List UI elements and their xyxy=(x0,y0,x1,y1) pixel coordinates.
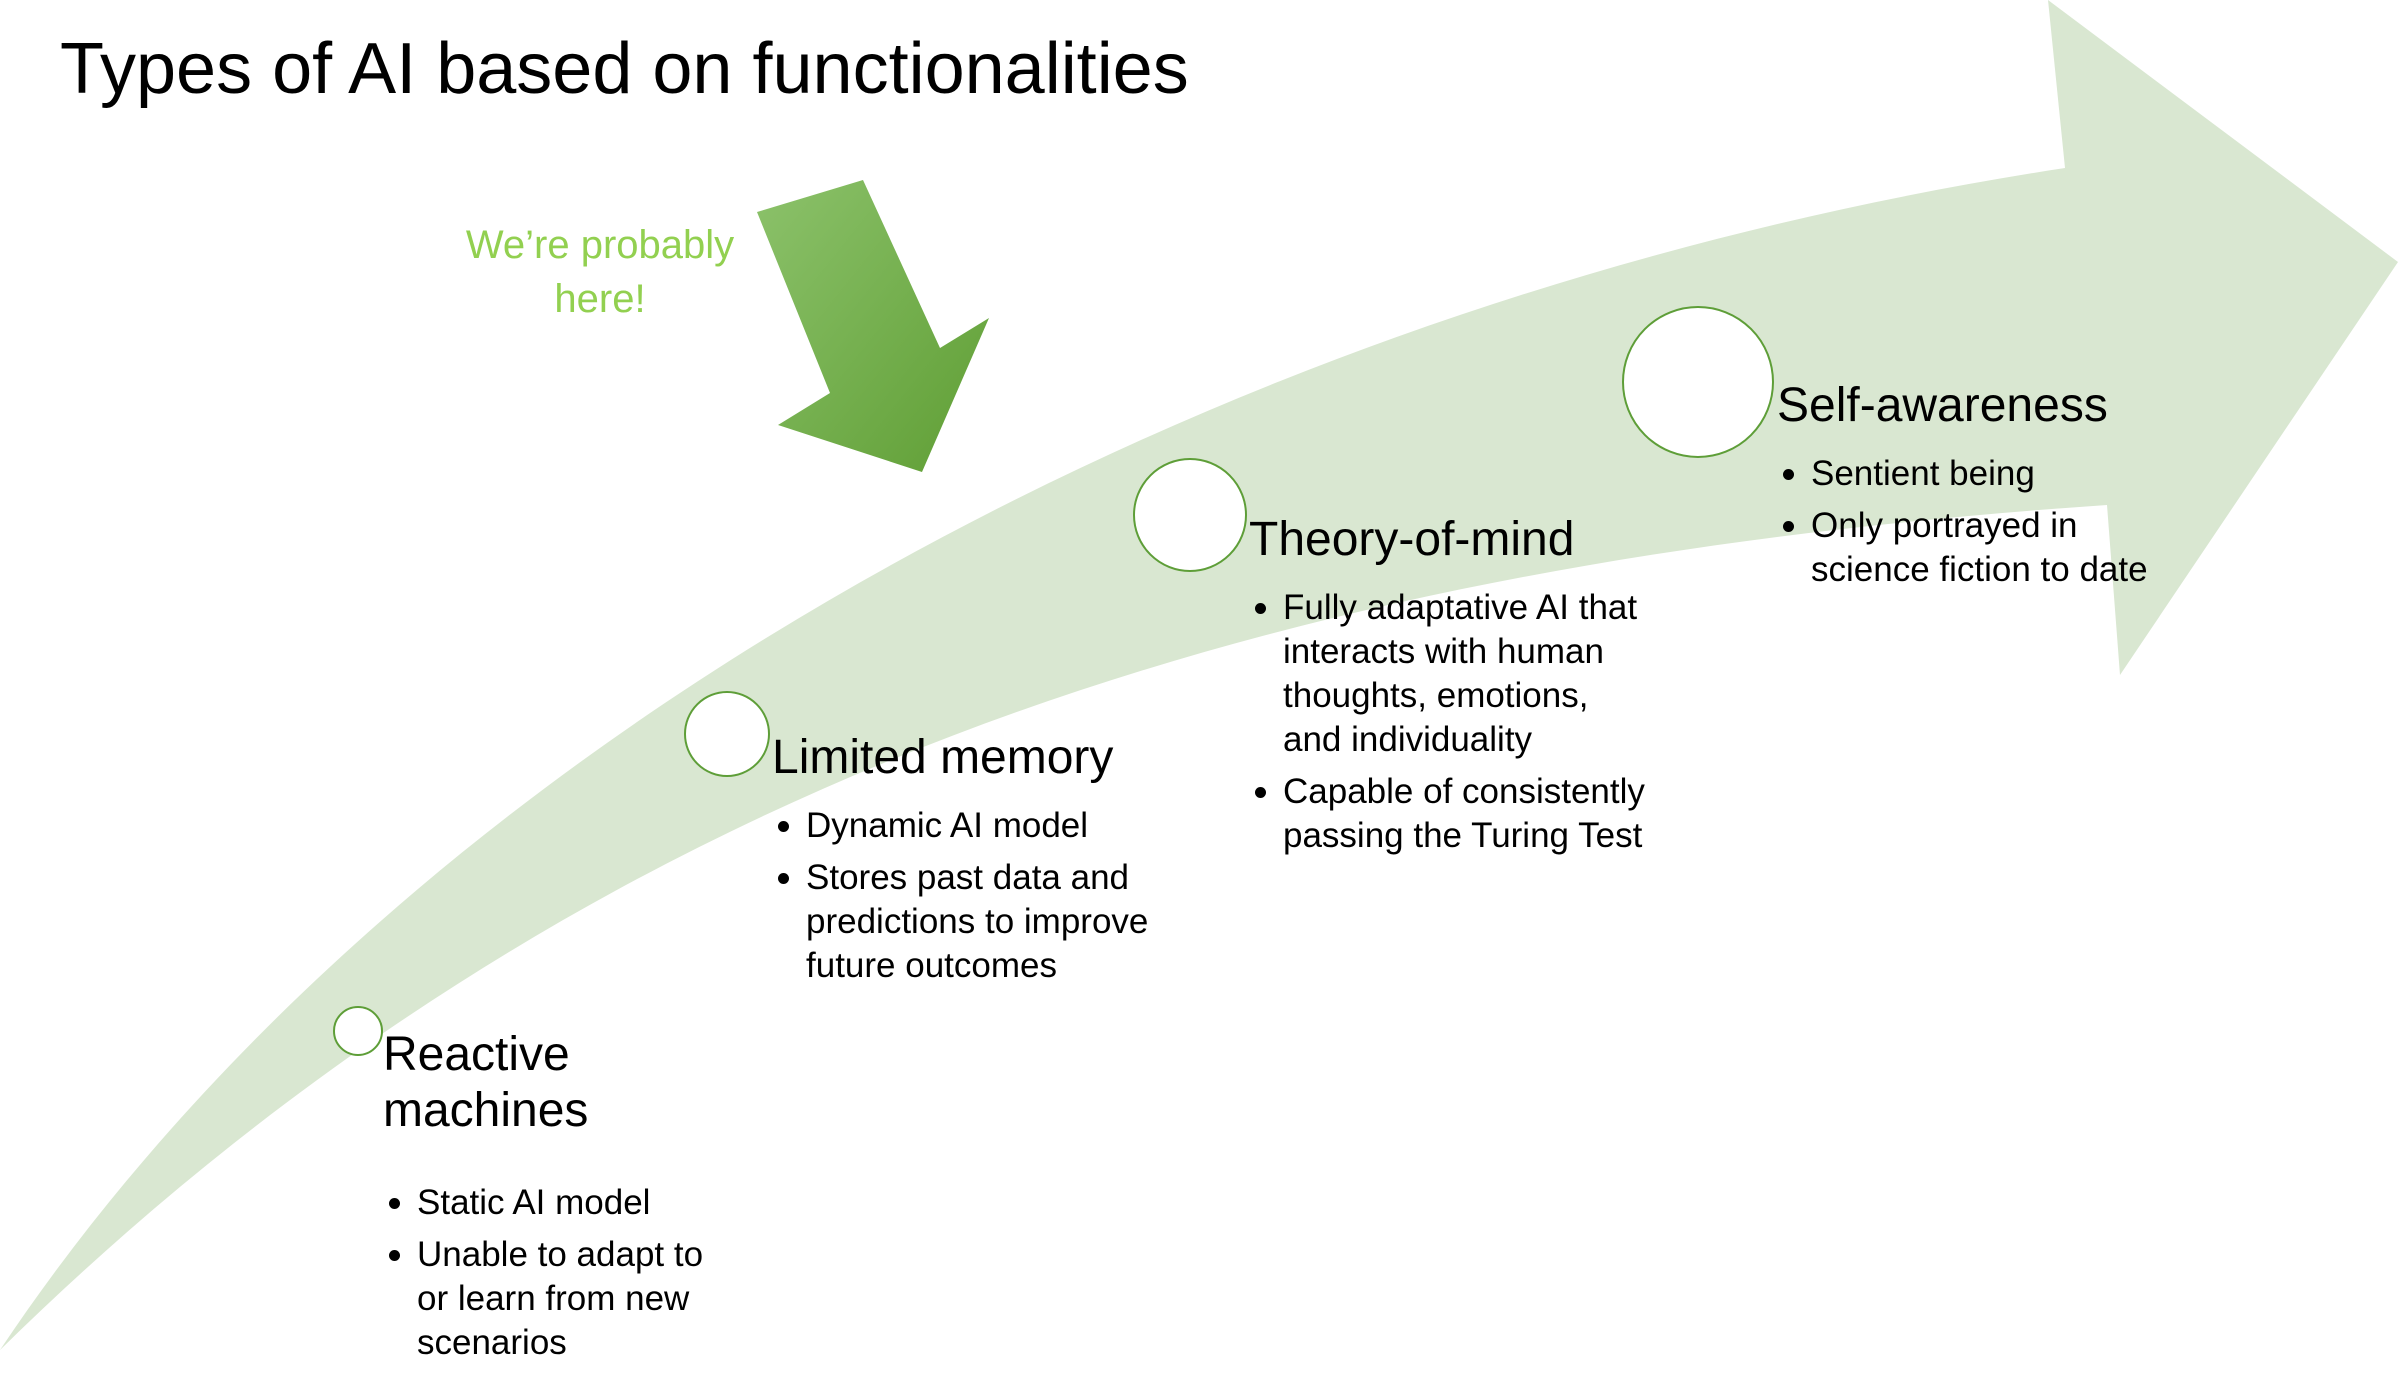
stage-limited-memory: Limited memory Dynamic AI model Stores p… xyxy=(772,730,1212,996)
stage-title-line-2: machines xyxy=(383,1084,589,1137)
stage-title: Reactive machines xyxy=(383,1027,743,1139)
bullet-item: Stores past data and predictions to impr… xyxy=(772,856,1212,988)
stage-title: Self-awareness xyxy=(1777,379,2108,432)
bullet-item: Capable of consistently passing the Turi… xyxy=(1249,770,1649,858)
callout-text: We’re probably here! xyxy=(420,218,780,326)
stage-reactive-machines: Reactive machines Static AI model Unable… xyxy=(383,1027,743,1373)
stage-theory-of-mind: Theory-of-mind Fully adaptative AI that … xyxy=(1249,512,1649,866)
milestone-circle-self xyxy=(1622,306,1774,458)
stage-title: Limited memory xyxy=(772,731,1114,784)
milestone-circle-limited xyxy=(684,691,770,777)
bullet-item: Dynamic AI model xyxy=(772,804,1212,848)
stage-title-line-1: Reactive xyxy=(383,1028,570,1081)
bullet-list: Static AI model Unable to adapt to or le… xyxy=(383,1181,743,1365)
bullet-list: Sentient being Only portrayed in science… xyxy=(1777,452,2157,592)
down-right-pointer-arrow-icon xyxy=(757,180,989,472)
bullet-list: Dynamic AI model Stores past data and pr… xyxy=(772,804,1212,988)
bullet-item: Static AI model xyxy=(383,1181,743,1225)
slide-title: Types of AI based on functionalities xyxy=(60,29,1189,109)
bullet-item: Sentient being xyxy=(1777,452,2157,496)
stage-self-awareness: Self-awareness Sentient being Only portr… xyxy=(1777,378,2157,600)
callout-line-1: We’re probably xyxy=(465,223,735,267)
callout-line-2: here! xyxy=(554,277,646,321)
bullet-item: Fully adaptative AI that interacts with … xyxy=(1249,586,1649,762)
bullet-item: Only portrayed in science fiction to dat… xyxy=(1777,504,2157,592)
milestone-circle-reactive xyxy=(333,1006,383,1056)
bullet-item: Unable to adapt to or learn from new sce… xyxy=(383,1233,743,1365)
bullet-list: Fully adaptative AI that interacts with … xyxy=(1249,586,1649,858)
stage-title: Theory-of-mind xyxy=(1249,513,1575,566)
milestone-circle-theory xyxy=(1133,458,1247,572)
